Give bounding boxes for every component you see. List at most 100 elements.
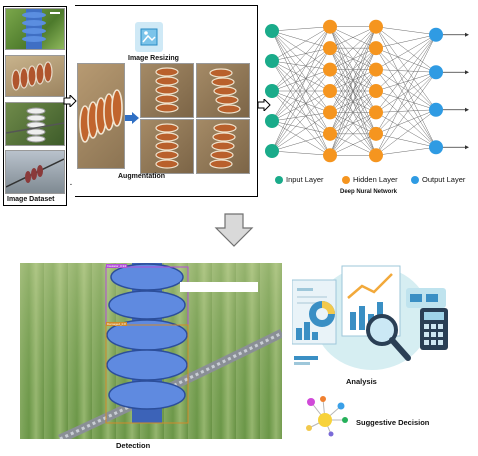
hidden-node-a	[323, 41, 337, 56]
network-connection	[375, 47, 437, 73]
network-connection	[375, 72, 437, 113]
augmented-image-3	[140, 119, 194, 174]
network-connection	[375, 109, 437, 135]
hidden-node-a	[323, 19, 337, 34]
network-connection	[271, 112, 331, 122]
network-connection	[271, 26, 331, 92]
network-connection	[271, 47, 331, 62]
network-connection	[375, 34, 437, 49]
network-connection	[271, 150, 331, 156]
hidden-node-a	[323, 84, 337, 98]
network-connection	[375, 72, 437, 135]
network-connection	[271, 48, 331, 152]
hidden-node-a	[323, 148, 337, 163]
network-connection	[375, 72, 437, 92]
network-connection	[375, 26, 437, 73]
network-connection	[375, 34, 437, 134]
network-connection	[271, 26, 331, 62]
network-connection	[271, 90, 331, 152]
network-connection	[329, 26, 377, 70]
network-connection	[375, 26, 437, 110]
network-connection	[375, 109, 437, 156]
network-connection	[375, 90, 437, 110]
network-connection	[375, 34, 437, 156]
hidden-node-b	[369, 84, 383, 98]
hidden-node-b	[369, 41, 383, 56]
legend-output-label: Output Layer	[422, 175, 466, 184]
network-connection	[271, 60, 331, 92]
image-resizing-icon	[135, 22, 163, 52]
network-title: Deep Nural Network	[340, 189, 398, 195]
network-connection	[375, 133, 437, 148]
input-node	[265, 144, 279, 158]
input-node	[265, 24, 279, 38]
network-connection	[271, 90, 331, 156]
network-connection	[375, 109, 437, 113]
hidden-node-a	[323, 126, 337, 141]
arrow-dataset-to-augmentation	[63, 95, 77, 107]
network-connection	[271, 69, 331, 92]
network-connection	[375, 69, 437, 148]
network-connection	[375, 112, 437, 148]
output-node	[429, 140, 443, 155]
network-connection	[271, 120, 331, 156]
network-connection	[329, 112, 377, 156]
neural-network-diagram	[265, 19, 469, 163]
hidden-node-b	[369, 19, 383, 34]
network-connection	[375, 147, 437, 156]
augmented-image-1	[140, 63, 194, 118]
network-connection	[271, 30, 331, 156]
output-arrow-head	[465, 107, 469, 112]
output-node	[429, 65, 443, 80]
analysis-label: Analysis	[346, 377, 377, 386]
network-connection	[271, 69, 331, 122]
network-connection	[271, 120, 331, 135]
hidden-node-b	[369, 62, 383, 77]
dataset-image-3	[5, 102, 65, 146]
network-connection	[375, 34, 437, 113]
network-connection	[375, 69, 437, 110]
dataset-image-2	[5, 55, 65, 97]
arrow-augmentation-to-network	[257, 99, 271, 111]
network-connection	[375, 26, 437, 148]
hidden-node-a	[323, 105, 337, 120]
network-connection	[271, 30, 331, 113]
network-connection	[271, 30, 331, 70]
box-tag-insulator: Insulator_0.94	[106, 264, 128, 268]
network-connection	[271, 90, 331, 135]
augmented-image-2	[196, 63, 250, 118]
arrow-augmentation	[125, 112, 139, 124]
network-connection	[329, 26, 377, 49]
network-connection	[375, 26, 437, 35]
detection-image: Insulator_0.94 Damaged_0.8	[20, 263, 282, 439]
output-arrow-head	[465, 32, 469, 37]
network-connection	[329, 26, 377, 156]
down-arrow	[214, 213, 254, 247]
network-connection	[271, 90, 331, 113]
output-arrow-head	[465, 70, 469, 75]
hidden-node-b	[369, 105, 383, 120]
legend-input-swatch	[275, 176, 283, 184]
analysis-illustration	[292, 265, 448, 370]
network-connection	[271, 133, 331, 152]
network-connection	[329, 90, 377, 156]
network-connection	[375, 47, 437, 110]
augmentation-label: Augmentation	[118, 173, 166, 180]
output-arrow-head	[465, 145, 469, 150]
network-connection	[271, 30, 331, 92]
network-connection	[271, 69, 331, 152]
legend-output-swatch	[411, 176, 419, 184]
augmentation-source-image	[77, 63, 125, 169]
resizing-label: Image Resizing	[128, 55, 179, 62]
legend-input-label: Input Layer	[286, 175, 324, 184]
hidden-node-a	[323, 62, 337, 77]
legend-hidden-label: Hidden Layer	[353, 175, 398, 184]
dataset-dot: .	[70, 180, 72, 187]
network-connection	[271, 26, 331, 152]
network-connection	[271, 47, 331, 92]
output-node	[429, 102, 443, 117]
network-connection	[271, 30, 331, 134]
network-connection	[271, 60, 331, 156]
network-connection	[329, 26, 377, 113]
network-connection	[329, 26, 377, 134]
